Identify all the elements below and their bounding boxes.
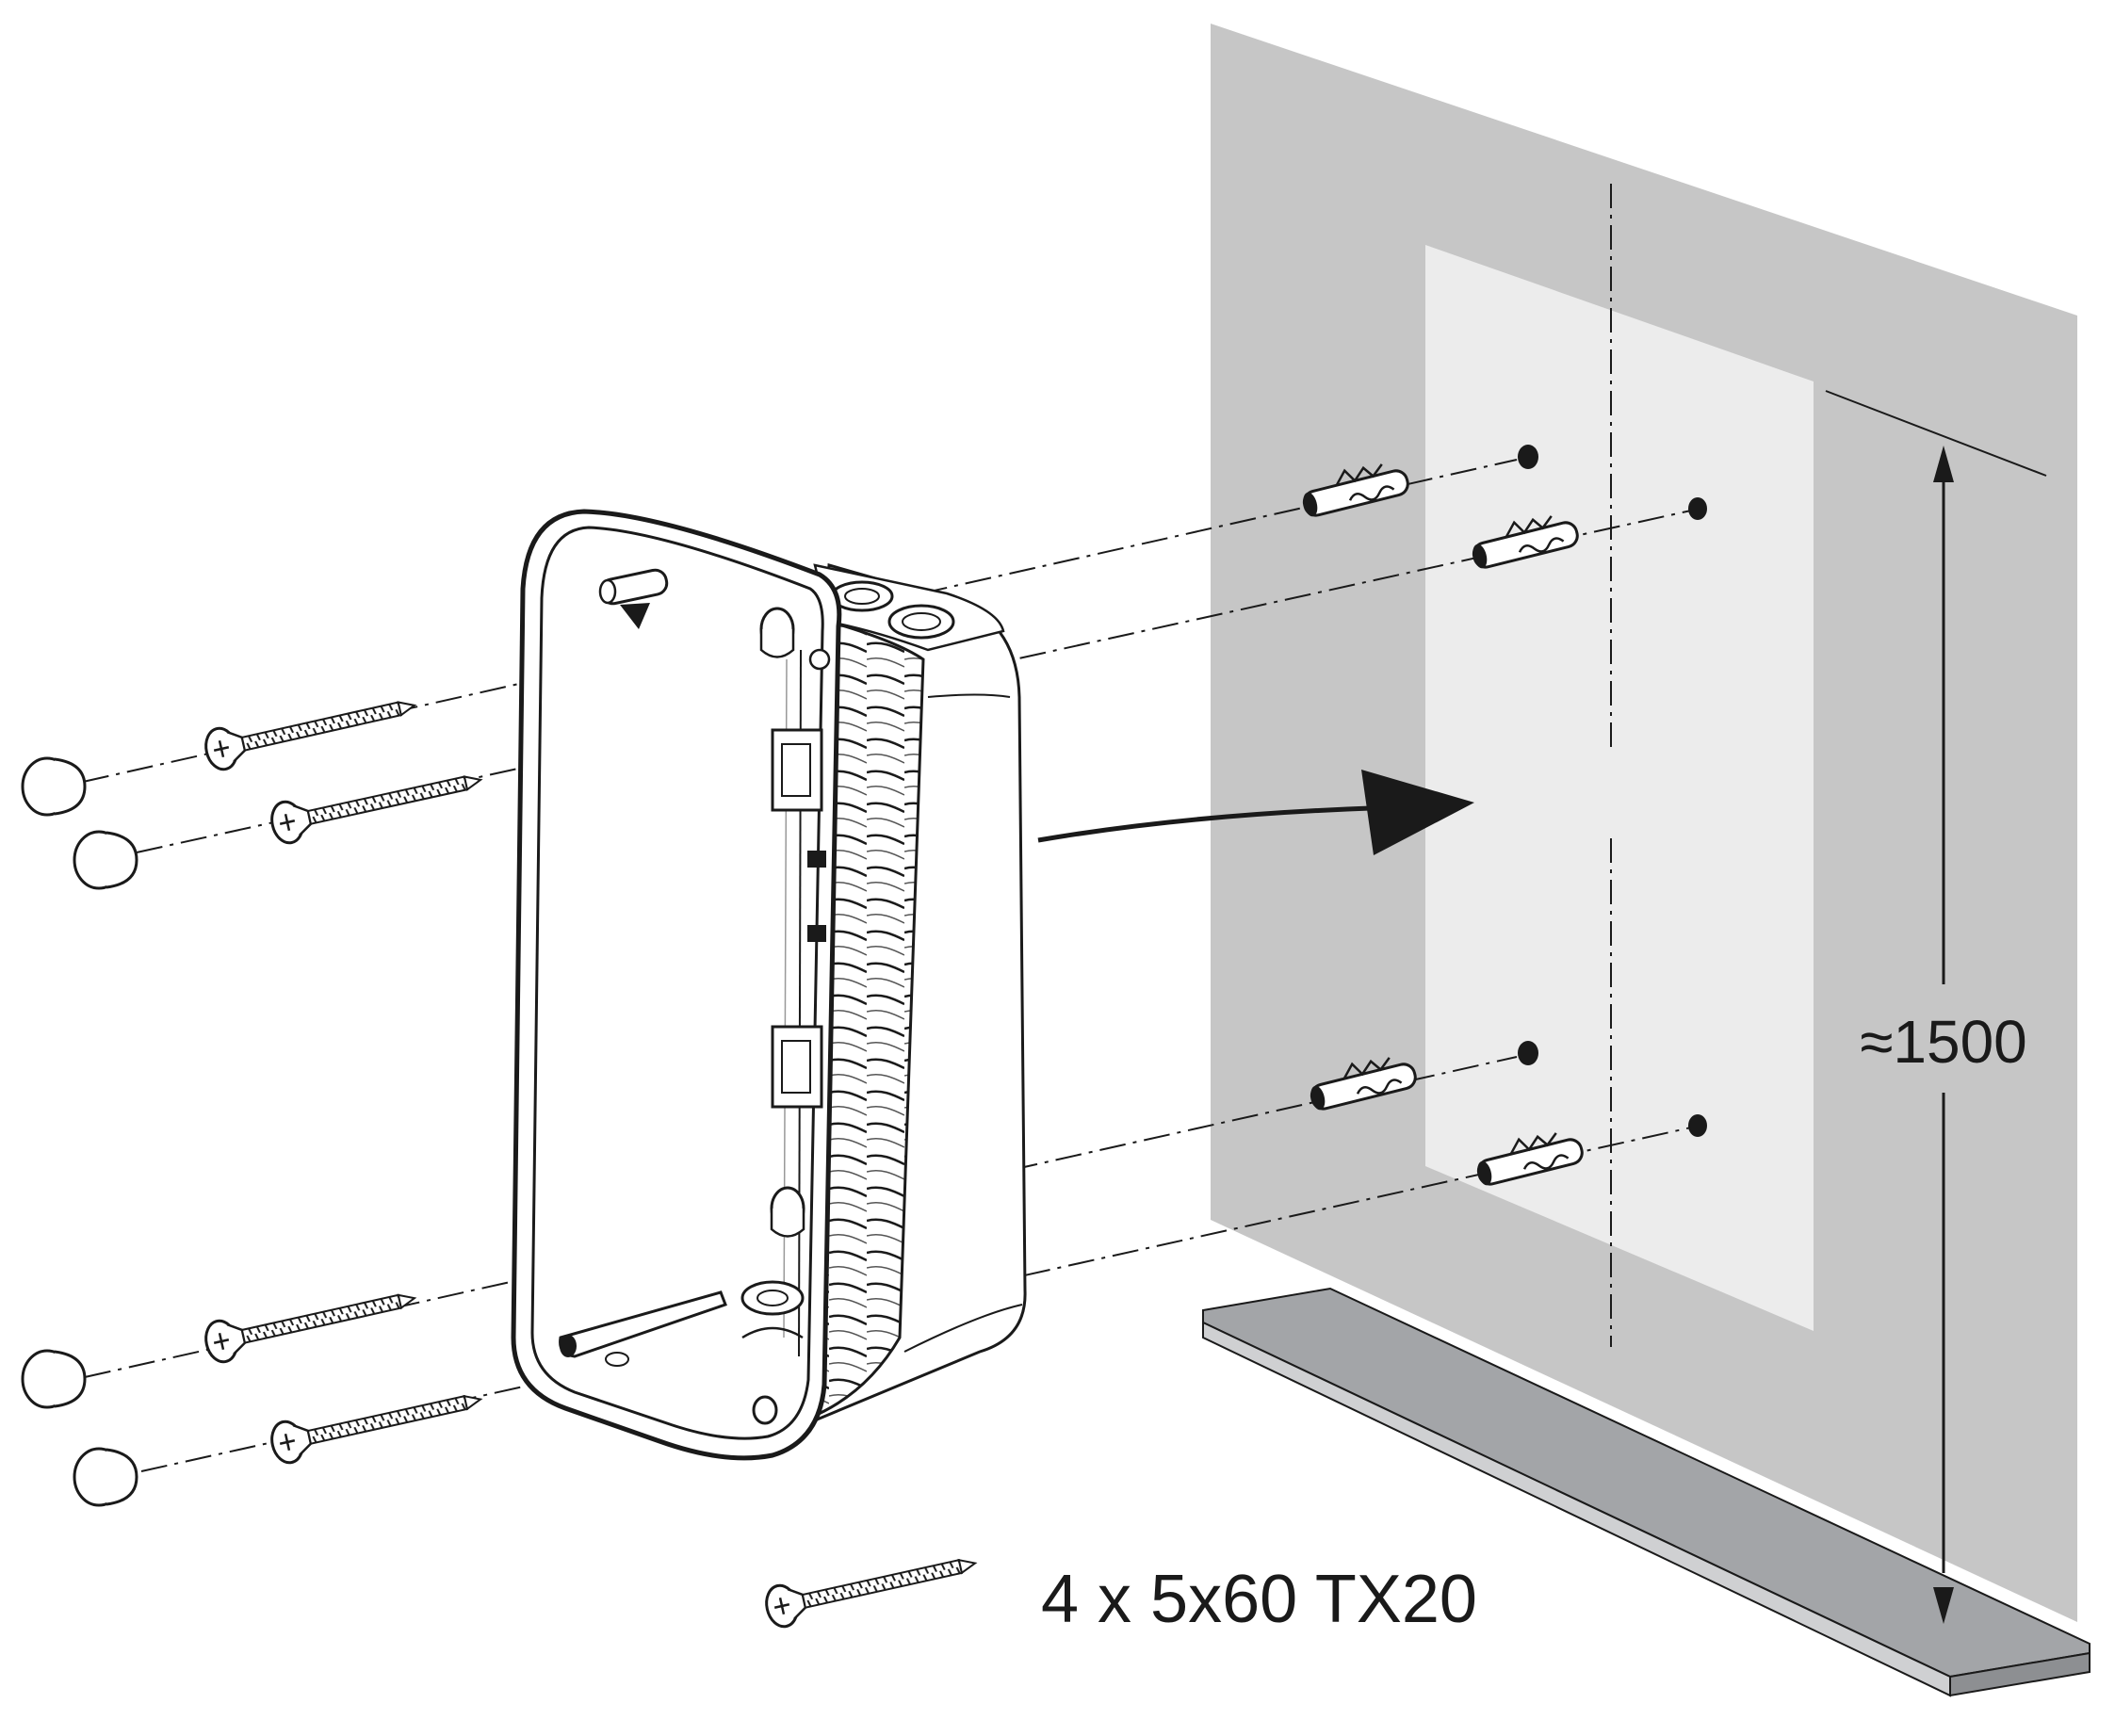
floor — [1202, 1287, 2091, 1697]
cover-caps — [21, 756, 138, 1507]
wall-plug-icon — [1310, 1057, 1417, 1111]
dimension-arrow-down-icon — [1933, 1587, 1954, 1624]
wall-clip — [771, 728, 823, 812]
cover-cap-icon — [73, 1447, 138, 1507]
wall-plug-icon — [1472, 515, 1579, 569]
moulded-mark — [807, 925, 826, 942]
drill-holes — [1518, 445, 1707, 1137]
enclosure-frame-inner — [530, 526, 824, 1440]
cable-entry-icon — [844, 588, 880, 605]
dimension-arrow-up-icon — [1933, 446, 1954, 482]
drill-hole-icon — [1518, 445, 1538, 469]
drill-hole-icon — [1688, 497, 1707, 520]
cable-entry-icon — [902, 612, 941, 631]
wall-plug-icon — [1476, 1132, 1584, 1186]
floor-right-edge — [1949, 1651, 2091, 1697]
direction-arrow-icon — [1037, 770, 1474, 855]
screw-icon — [270, 775, 483, 845]
screw-icon — [765, 1558, 978, 1629]
wall-plug-icon — [1302, 463, 1409, 517]
screw-boss — [808, 648, 831, 671]
drill-hole-icon — [1518, 1041, 1538, 1065]
screw-spec-label: 4 x 5x60 TX20 — [1041, 1562, 1477, 1637]
screw-boss — [752, 1395, 778, 1425]
screw-icon — [204, 701, 417, 771]
screw-boss — [759, 629, 795, 658]
height-label: ≈1500 — [1860, 1008, 2027, 1076]
enclosure-seam — [927, 693, 1011, 698]
cover-cap-icon — [73, 830, 138, 890]
screw-icon — [204, 1293, 417, 1364]
screw-icon — [270, 1394, 483, 1465]
screw-boss — [770, 1209, 805, 1238]
dimension-reference-line — [1825, 390, 2047, 477]
moulded-mark — [807, 851, 826, 868]
drill-hole-icon — [1688, 1114, 1707, 1137]
wall-clip — [781, 1040, 811, 1094]
enclosure-icon — [511, 509, 1027, 1461]
latch — [559, 1290, 727, 1367]
screws — [204, 701, 483, 1465]
cover-cap-icon — [21, 1349, 87, 1409]
enclosure-seam — [903, 1304, 1023, 1353]
wall — [1211, 24, 2077, 1622]
screw-legend: 4 x 5x60 TX20 — [765, 1558, 1477, 1637]
wall-clip — [771, 1025, 823, 1109]
wall-clip — [781, 743, 811, 797]
enclosure-ribbed-edge — [808, 620, 925, 1420]
axis-line — [136, 510, 1692, 853]
cover-cap-icon — [21, 756, 87, 817]
height-dimension: ≈1500 — [1825, 390, 2047, 1624]
latch — [598, 568, 669, 629]
wall-plugs — [1302, 463, 1584, 1186]
screw-boss — [741, 1326, 804, 1339]
screw-boss — [757, 1290, 789, 1306]
